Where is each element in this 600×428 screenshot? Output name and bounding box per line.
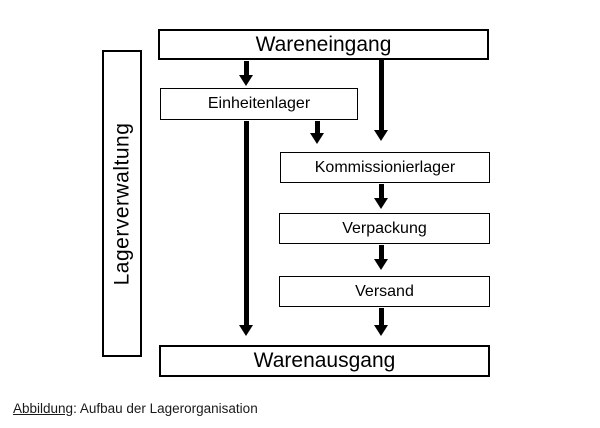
node-lagerverwaltung-label: Lagerverwaltung	[110, 122, 134, 285]
arrow-einheitenlager-to-warenausgang-icon	[238, 121, 254, 336]
arrow-stem	[243, 121, 249, 326]
arrow-head	[373, 325, 388, 336]
node-versand-label: Versand	[355, 282, 414, 300]
node-warenausgang: Warenausgang	[159, 345, 490, 377]
node-verpackung-label: Verpackung	[342, 219, 427, 237]
arrow-head	[373, 259, 388, 270]
arrow-wareneingang-to-kommissionierlager-icon	[373, 60, 389, 141]
figure-caption-term: Abbildung	[13, 401, 74, 416]
arrow-stem	[378, 245, 384, 260]
arrow-einheitenlager-to-kommissionierlager-icon	[309, 121, 325, 144]
arrow-stem	[378, 184, 384, 199]
arrow-head	[373, 198, 388, 209]
arrow-stem	[314, 121, 320, 134]
arrow-versand-to-warenausgang-icon	[373, 308, 389, 336]
node-einheitenlager: Einheitenlager	[160, 88, 358, 120]
node-versand: Versand	[279, 276, 490, 307]
arrow-head	[238, 75, 253, 86]
arrow-head	[373, 130, 388, 141]
node-wareneingang-label: Wareneingang	[255, 32, 392, 56]
node-warenausgang-label: Warenausgang	[253, 349, 396, 372]
node-wareneingang: Wareneingang	[158, 29, 489, 60]
arrow-wareneingang-to-einheitenlager-icon	[238, 61, 254, 86]
arrow-kommissionierlager-to-verpackung-icon	[373, 184, 389, 209]
node-verpackung: Verpackung	[279, 213, 490, 244]
figure-caption: Abbildung: Aufbau der Lagerorganisation	[13, 401, 258, 416]
arrow-stem	[378, 60, 384, 131]
arrow-head	[309, 133, 324, 144]
node-einheitenlager-label: Einheitenlager	[207, 95, 311, 112]
node-lagerverwaltung: Lagerverwaltung	[102, 50, 142, 357]
arrow-head	[238, 325, 253, 336]
node-kommissionierlager: Kommissionierlager	[280, 152, 490, 183]
node-kommissionierlager-label: Kommissionierlager	[314, 158, 456, 176]
arrow-stem	[243, 61, 249, 76]
arrow-verpackung-to-versand-icon	[373, 245, 389, 270]
arrow-stem	[378, 308, 384, 326]
figure-caption-text: : Aufbau der Lagerorganisation	[73, 401, 258, 416]
